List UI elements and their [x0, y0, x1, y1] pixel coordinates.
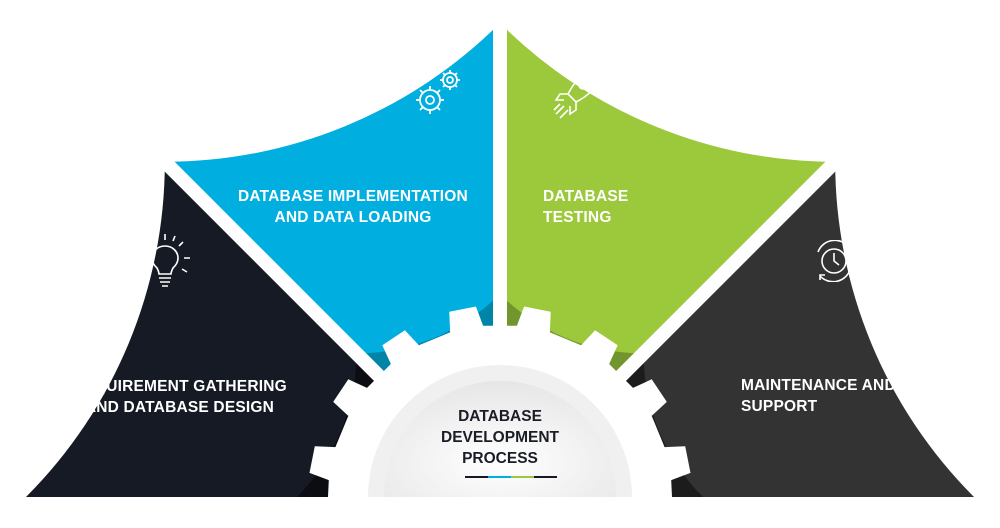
divider-segment	[534, 476, 557, 478]
label-line: MAINTENANCE AND	[741, 377, 896, 394]
color-divider	[465, 476, 557, 478]
segment-label-implementation: DATABASE IMPLEMENTATION AND DATA LOADING	[238, 186, 468, 228]
divider-segment	[465, 476, 488, 478]
title-line: DEVELOPMENT	[441, 429, 559, 446]
label-line: DATABASE IMPLEMENTATION	[238, 188, 468, 205]
title-line: PROCESS	[462, 450, 538, 467]
divider-segment	[488, 476, 511, 478]
label-line: DATABASE	[543, 188, 629, 205]
center-title: DATABASE DEVELOPMENT PROCESS	[418, 406, 582, 469]
label-line: REQUIREMENT GATHERING	[72, 378, 287, 395]
label-line: AND DATABASE DESIGN	[84, 399, 275, 416]
segment-label-requirements: REQUIREMENT GATHERING AND DATABASE DESIG…	[72, 376, 287, 418]
gears-icon	[416, 70, 460, 114]
lightbulb-icon	[140, 234, 190, 287]
label-line: TESTING	[543, 209, 612, 226]
title-line: DATABASE	[458, 408, 542, 425]
center-circle	[384, 381, 616, 497]
divider-segment	[511, 476, 534, 478]
clock-cycle-icon	[817, 240, 851, 282]
segment-label-maintenance: MAINTENANCE AND SUPPORT	[741, 375, 896, 417]
label-line: SUPPORT	[741, 398, 818, 415]
rocket-icon	[553, 71, 598, 119]
bottom-baseline	[0, 497, 1000, 528]
label-line: AND DATA LOADING	[274, 209, 432, 226]
segment-label-testing: DATABASE TESTING	[543, 186, 628, 228]
